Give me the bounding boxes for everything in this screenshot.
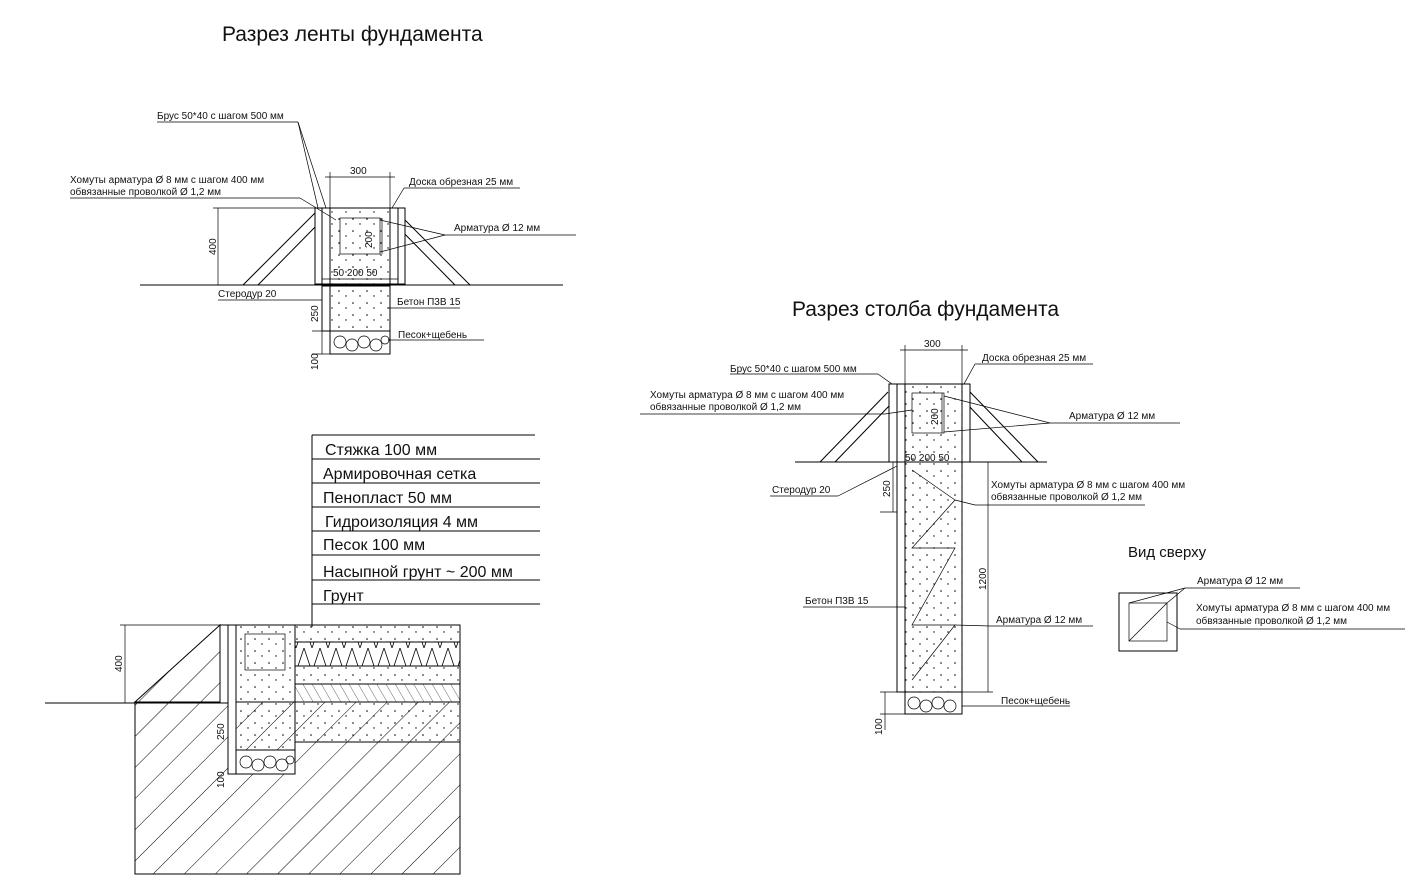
column-label-armatura-top: Арматура Ø 12 мм [1069, 411, 1155, 422]
strip-label-pesok: Песок+щебень [398, 329, 467, 341]
floor-screed [294, 624, 461, 643]
strip-concrete-lower [329, 285, 391, 332]
strip-dim-100: 100 [310, 353, 321, 370]
strip-label-doska: Доска обрезная 25 мм [409, 176, 513, 188]
strip-sterodur [321, 285, 331, 332]
strip-label-homuty-2: обвязанные проволкой Ø 1,2 мм [70, 186, 221, 198]
column-concrete-upper [904, 383, 963, 463]
strip-bar-right [397, 207, 406, 285]
floor-insulation [294, 641, 461, 667]
strip-rebar-cage [339, 217, 381, 255]
floor-section: 400 250 100 [45, 623, 461, 875]
floor-dim-250: 250 [216, 723, 227, 740]
strip-section-title: Разрез ленты фундамента [222, 23, 483, 46]
strip-brace-left [242, 209, 319, 286]
column-sand-gravel [904, 691, 963, 715]
column-dim-1200: 1200 [978, 567, 989, 590]
floor-layers-table: Стяжка 100 мм Армировочная сетка Пенопла… [311, 434, 540, 627]
column-label-homuty-mid-2: обвязанные проволкой Ø 1,2 мм [991, 491, 1142, 503]
strip-dim-50-200-50: 50 200 50 [333, 268, 378, 279]
column-label-beton: Бетон П3В 15 [805, 596, 869, 607]
strip-label-brus: Брус 50*40 с шагом 500 мм [157, 111, 284, 122]
column-dim-250: 250 [882, 480, 893, 497]
floor-layer-1: Стяжка 100 мм [325, 442, 437, 459]
floor-layer-6: Насыпной грунт ~ 200 мм [323, 564, 513, 581]
column-dim-300: 300 [924, 339, 941, 350]
strip-bar-left [314, 207, 323, 285]
column-label-armatura-mid: Арматура Ø 12 мм [996, 615, 1082, 626]
strip-label-sterodur: Стеродур 20 [218, 289, 277, 300]
strip-dim-250: 250 [310, 305, 321, 322]
column-label-homuty-mid-1: Хомуты арматура Ø 8 мм с шагом 400 мм [991, 480, 1185, 491]
strip-dim-300: 300 [350, 166, 367, 177]
top-view-title: Вид сверху [1128, 544, 1207, 561]
floor-layer-2: Армировочная сетка [323, 466, 476, 483]
floor-layer-5: Песок 100 мм [323, 537, 425, 554]
floor-dim-400: 400 [114, 655, 125, 672]
floor-sand [294, 683, 461, 703]
strip-label-armatura: Арматура Ø 12 мм [454, 223, 540, 234]
floor-layer-4: Гидроизоляция 4 мм [325, 514, 478, 531]
column-label-homuty-top-2: обвязанные проволкой Ø 1,2 мм [650, 401, 801, 413]
strip-brace-right [394, 209, 471, 286]
top-view-label-homuty-1: Хомуты арматура Ø 8 мм с шагом 400 мм [1196, 603, 1390, 614]
column-dim-100: 100 [874, 718, 885, 735]
column-label-pesok: Песок+щебень [1001, 695, 1070, 707]
column-section: 300 200 50 200 50 250 1200 100 Брус 50*4… [640, 339, 1185, 735]
column-sterodur [896, 461, 906, 693]
column-label-homuty-top-1: Хомуты арматура Ø 8 мм с шагом 400 мм [650, 390, 844, 401]
column-label-brus: Брус 50*40 с шагом 500 мм [730, 364, 857, 375]
strip-label-beton: Бетон П3В 15 [397, 297, 461, 308]
floor-dim-100: 100 [216, 771, 227, 788]
strip-section: 300 400 200 50 200 50 250 100 Брус 50*40… [70, 111, 576, 370]
top-view: Арматура Ø 12 мм Хомуты арматура Ø 8 мм … [1118, 576, 1405, 652]
top-view-label-armatura: Арматура Ø 12 мм [1197, 576, 1283, 587]
column-brace-left [819, 391, 889, 463]
floor-layer-7: Грунт [323, 588, 364, 605]
column-section-title: Разрез столба фундамента [792, 298, 1059, 321]
top-view-label-homuty-2: обвязанные проволкой Ø 1,2 мм [1196, 615, 1347, 627]
column-label-doska: Доска обрезная 25 мм [982, 352, 1086, 364]
strip-dim-200: 200 [364, 231, 375, 248]
strip-sand-gravel [329, 330, 391, 355]
column-dim-200: 200 [930, 408, 941, 425]
strip-dim-400: 400 [208, 238, 219, 255]
column-concrete-lower [904, 461, 963, 693]
column-label-sterodur: Стеродур 20 [772, 485, 831, 496]
strip-label-homuty-1: Хомуты арматура Ø 8 мм с шагом 400 мм [70, 175, 264, 186]
column-rebar-cage [911, 392, 945, 434]
floor-layer-3: Пенопласт 50 мм [323, 490, 452, 507]
column-dim-50-200-50: 50 200 50 [905, 453, 950, 464]
floor-fill-soil [294, 701, 461, 743]
